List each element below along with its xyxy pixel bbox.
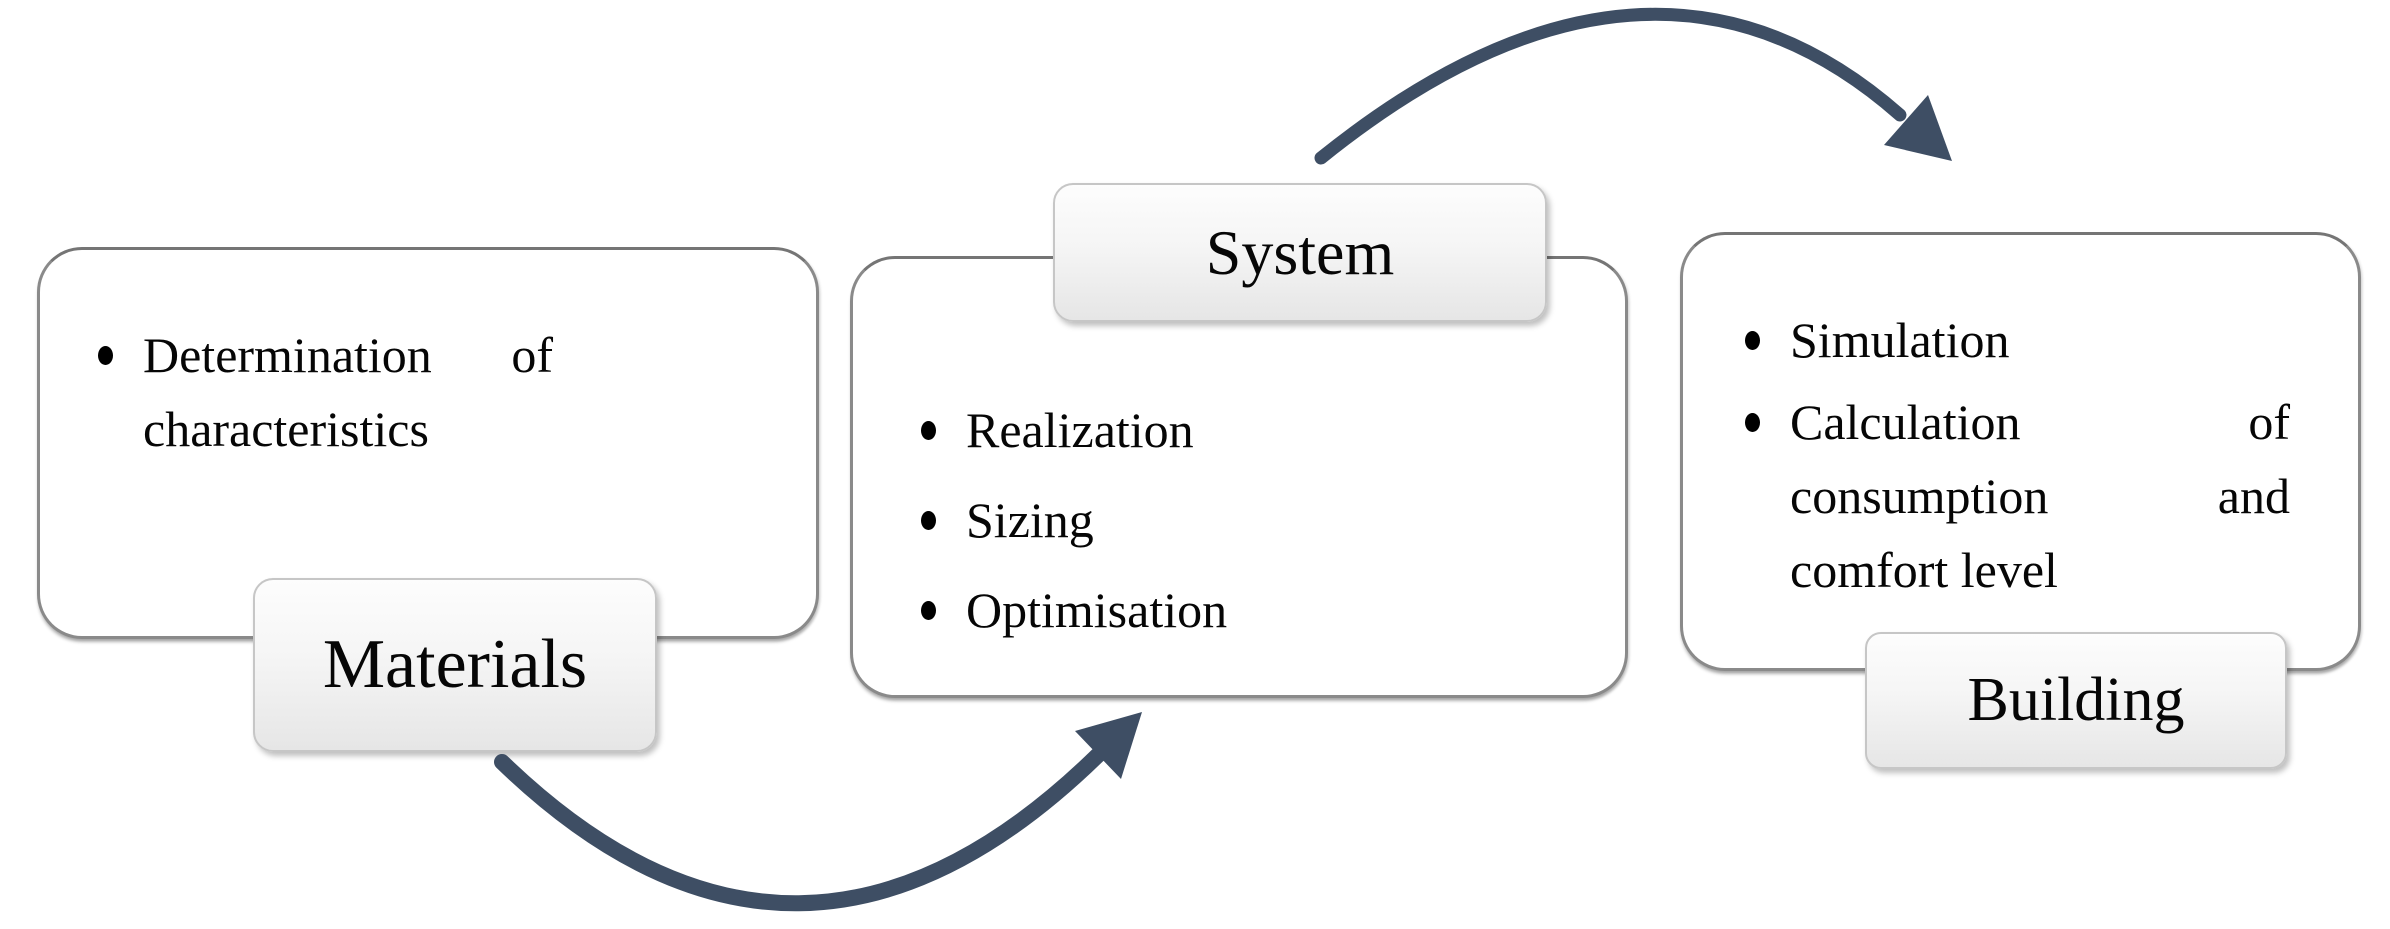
stage-label-text: Materials	[322, 626, 588, 703]
bullet-item: Sizing	[921, 483, 1227, 557]
stage-box-materials	[37, 247, 819, 639]
bullet-item-label: Determination of characteristics	[143, 327, 553, 457]
arrow-materials-to-system-shaft	[494, 747, 1106, 912]
stage-label-text: System	[1205, 216, 1395, 288]
bullet-icon	[1745, 331, 1760, 350]
bullet-item-label: Realization	[966, 402, 1194, 458]
bullet-item-label: Optimisation	[966, 582, 1228, 638]
stage-box-system	[850, 256, 1628, 698]
bullet-item-label: Sizing	[966, 492, 1094, 548]
arrow-system-to-building-shaft	[1314, 7, 1907, 165]
bullet-item: Simulation	[1745, 303, 2290, 377]
bullet-icon	[921, 421, 936, 440]
system-bullet-list: Realization Sizing Optimisation	[921, 393, 1227, 663]
materials-bullet-list: Determination of characteristics	[98, 318, 553, 466]
bullet-icon	[921, 601, 936, 620]
bullet-item-label: Calculation of consumption and comfort l…	[1790, 394, 2290, 598]
stage-label-system: System	[1053, 183, 1547, 322]
bullet-icon	[921, 511, 936, 530]
arrow-system-to-building-head	[1884, 95, 1952, 161]
bullet-item: Realization	[921, 393, 1227, 467]
bullet-icon	[1745, 413, 1760, 432]
bullet-item-label: Simulation	[1790, 312, 2010, 368]
building-bullet-list: Simulation Calculation of consumption an…	[1745, 303, 2290, 615]
bullet-icon	[98, 346, 113, 365]
stage-label-building: Building	[1865, 632, 2287, 769]
stage-label-materials: Materials	[253, 578, 657, 752]
bullet-item: Optimisation	[921, 573, 1227, 647]
bullet-item: Determination of characteristics	[98, 318, 553, 466]
bullet-item: Calculation of consumption and comfort l…	[1745, 385, 2290, 607]
arrow-materials-to-system-head	[1075, 712, 1142, 779]
stage-label-text: Building	[1967, 666, 2185, 734]
